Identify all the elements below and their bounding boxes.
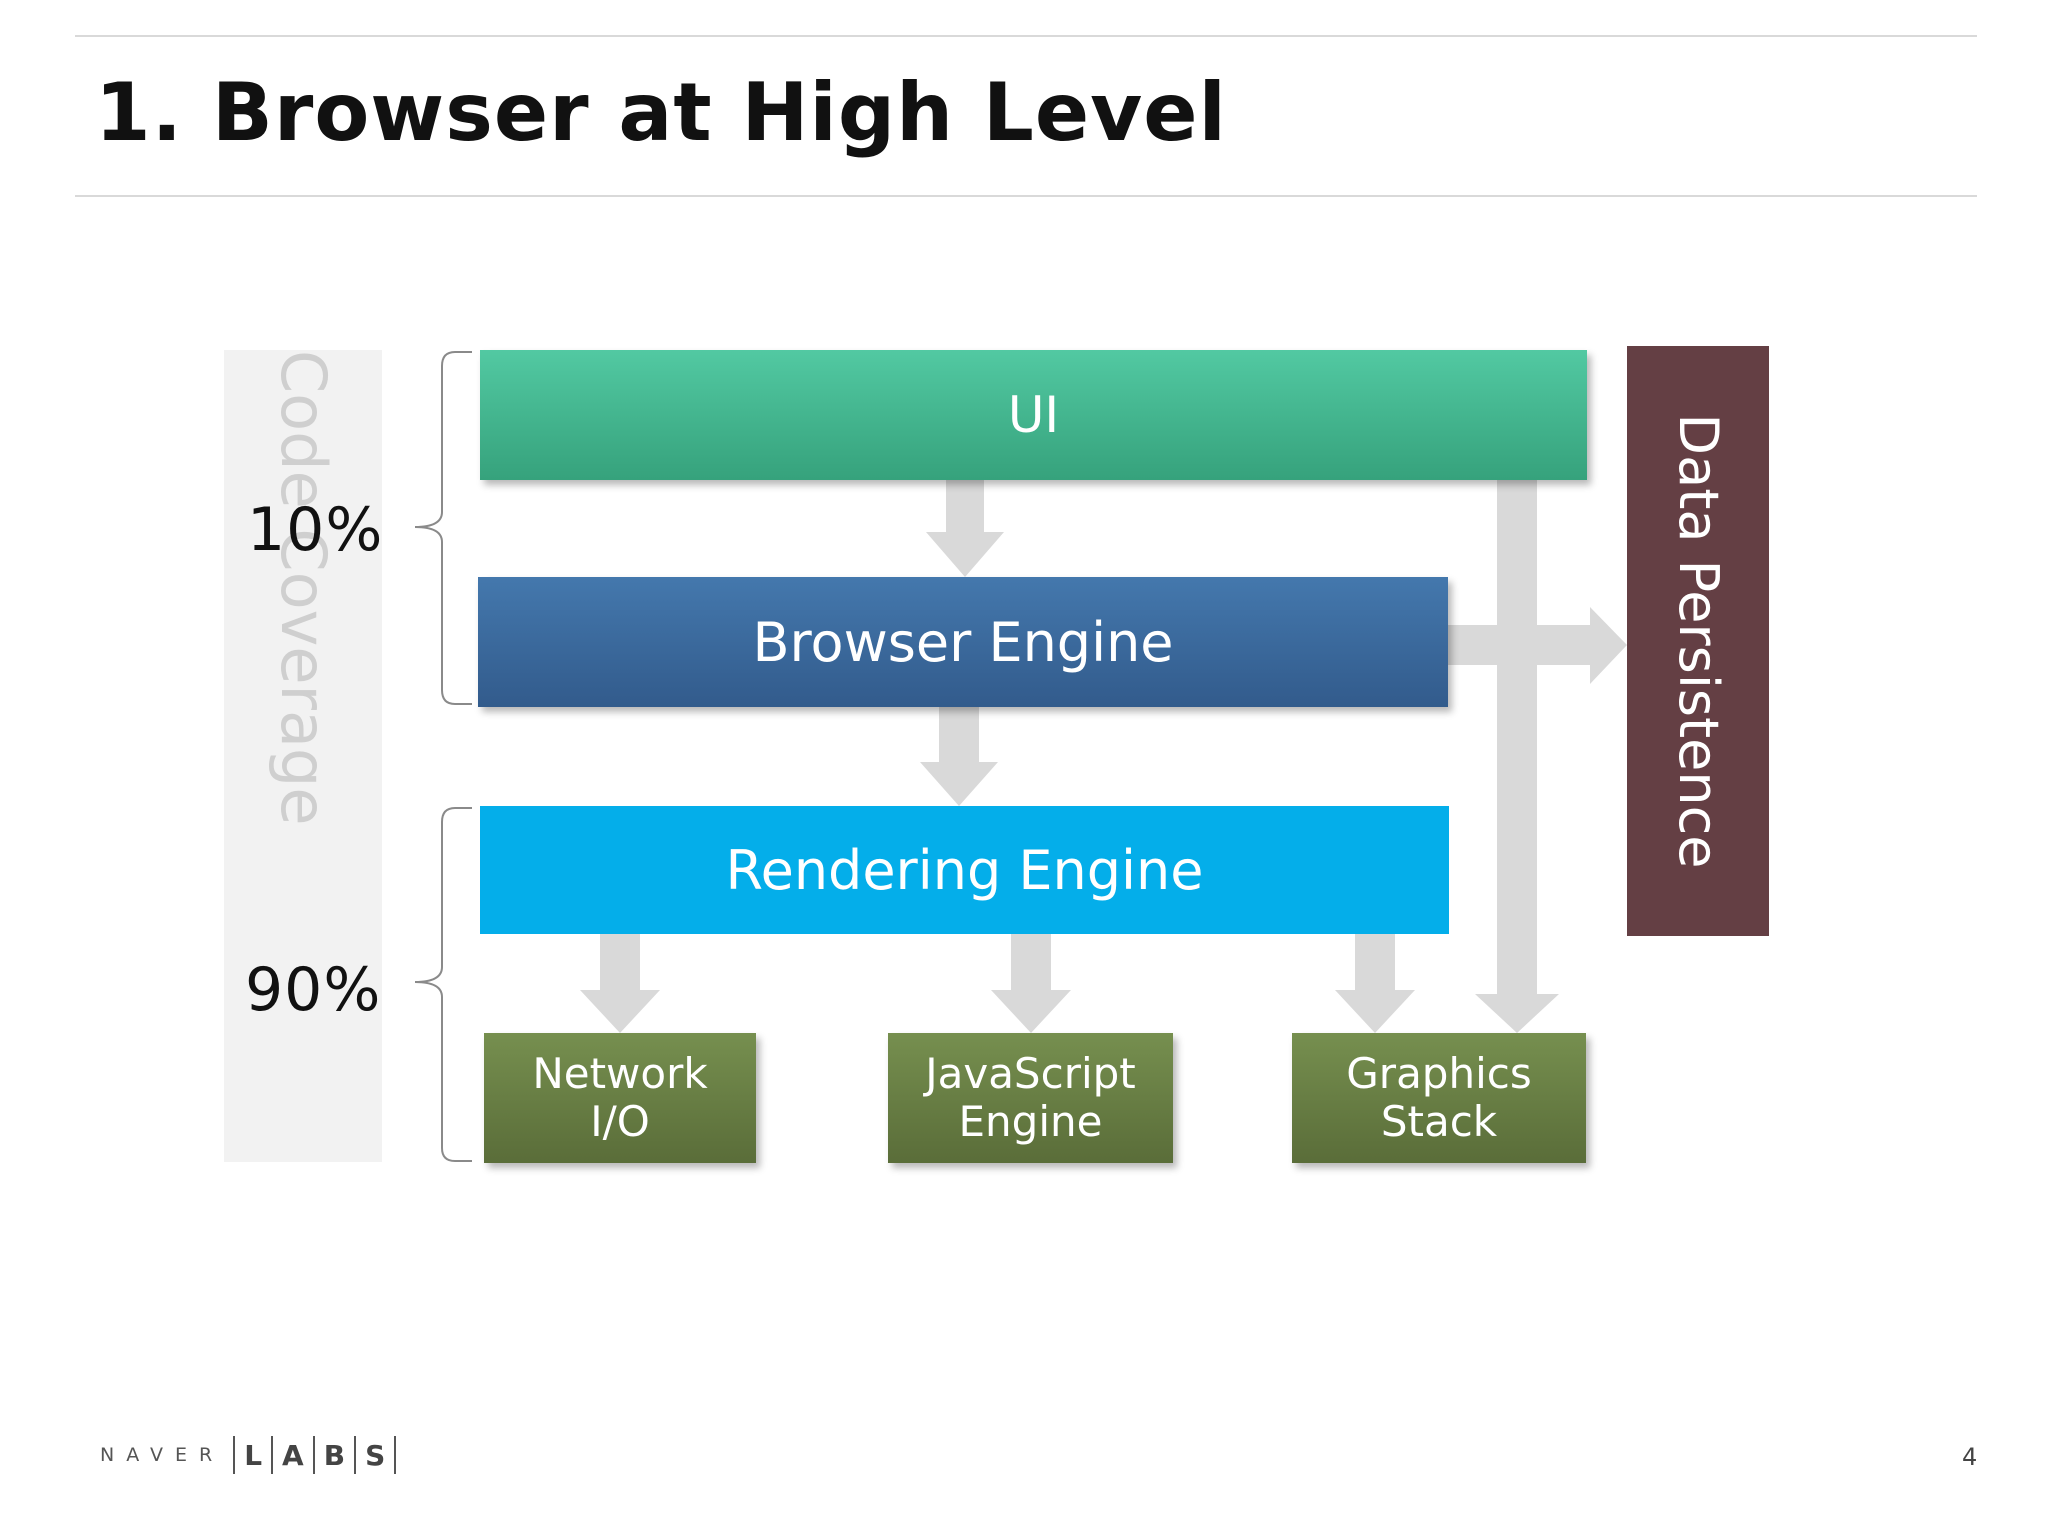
arrow-rendering-to-graphics [1335,934,1415,1033]
network-io-label: Network I/O [532,1048,708,1146]
header-top-rule [75,35,1977,37]
ui-label: UI [1007,386,1060,444]
logo-letter-b: B [323,1438,346,1472]
javascript-engine-box: JavaScript Engine [888,1033,1173,1163]
logo-letter-l: L [244,1438,263,1472]
graphics-stack-box: Graphics Stack [1292,1033,1586,1163]
page-number: 4 [1962,1443,1978,1471]
coverage-10-percent: 10% [247,495,384,565]
code-coverage-band: Code Coverage [224,350,382,1162]
arrow-rendering-to-javascript [991,934,1071,1033]
network-io-box: Network I/O [484,1033,756,1163]
graphics-stack-label-line1: Graphics [1346,1048,1532,1098]
logo-letter-a: A [282,1438,304,1472]
graphics-stack-label-line2: Stack [1380,1097,1498,1146]
browser-engine-label: Browser Engine [752,610,1174,674]
header-bottom-rule [75,195,1977,197]
javascript-engine-label-line1: JavaScript [925,1048,1136,1098]
arrow-ui-to-graphics [1475,480,1559,1033]
logo-separator [271,1436,274,1474]
arrow-browser-to-rendering-engine [920,707,998,806]
rendering-engine-box: Rendering Engine [480,806,1449,934]
arrow-ui-to-browser-engine [926,480,1004,577]
naver-labs-logo: NAVER L A B S [100,1434,405,1476]
ui-box: UI [480,350,1587,480]
upper-brace [414,351,472,705]
browser-engine-box: Browser Engine [478,577,1448,707]
logo-separator [233,1436,236,1474]
data-persistence-box: Data Persistence [1627,346,1769,936]
logo-separator [354,1436,357,1474]
lower-brace [414,807,472,1162]
coverage-90-percent: 90% [245,955,382,1025]
arrow-rendering-to-network [580,934,660,1033]
logo-separator [394,1436,397,1474]
logo-letter-s: S [365,1438,386,1472]
logo-brand: NAVER [100,1444,225,1466]
slide-title: 1. Browser at High Level [95,66,1227,159]
logo-separator [312,1436,315,1474]
arrow-browser-to-data-persistence [1448,607,1627,684]
data-persistence-label: Data Persistence [1667,413,1730,869]
javascript-engine-label-line2: Engine [958,1097,1103,1146]
rendering-engine-label: Rendering Engine [725,838,1204,902]
